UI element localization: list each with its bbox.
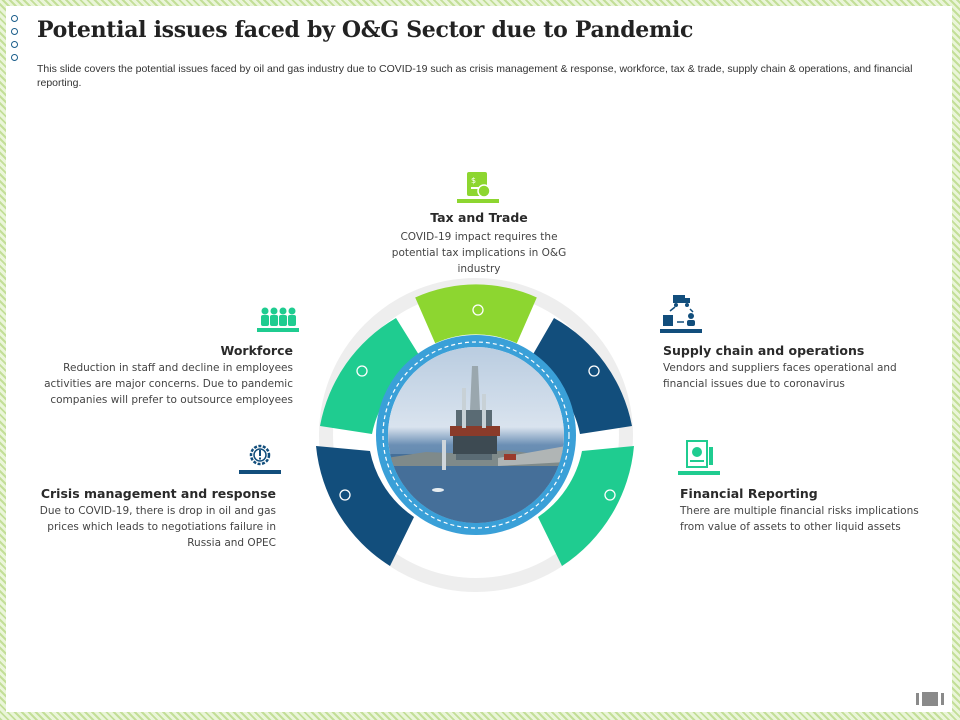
segment-marker: [588, 365, 600, 377]
slide-navigation[interactable]: [916, 692, 944, 706]
inner-dashed-ring: [382, 341, 570, 529]
issue-text-workforce: Reduction in staff and decline in employ…: [44, 362, 293, 406]
people-group-icon: [257, 307, 299, 332]
svg-text:$: $: [471, 176, 476, 185]
next-slide-icon[interactable]: [941, 693, 944, 705]
supply-chain-icon: [660, 295, 702, 333]
segment-marker: [339, 489, 351, 501]
offshore-oil-rig-photo: [388, 347, 564, 523]
issue-title-supply-chain: Supply chain and operations: [663, 343, 865, 358]
segment-marker: [472, 304, 484, 316]
segment-marker: [356, 365, 368, 377]
segment-marker: [604, 489, 616, 501]
tax-document-icon: $: [457, 172, 499, 203]
issue-title-tax-and-trade: Tax and Trade: [430, 210, 528, 225]
segment-tax-and-trade: [415, 284, 537, 344]
menu-dots-icon[interactable]: [11, 15, 18, 67]
segment-crisis-management: [316, 446, 414, 566]
issue-text-financial-reporting: There are multiple financial risks impli…: [680, 505, 919, 533]
issue-title-workforce: Workforce: [220, 343, 294, 358]
alert-gear-icon: [239, 444, 281, 474]
segment-workforce: [320, 318, 424, 434]
page-subtitle: This slide covers the potential issues f…: [37, 63, 913, 89]
segment-supply-chain: [528, 318, 632, 434]
report-document-icon: [678, 440, 720, 475]
slide-view-icon[interactable]: [922, 692, 938, 706]
prev-slide-icon[interactable]: [916, 693, 919, 705]
issue-title-crisis-management: Crisis management and response: [40, 486, 276, 501]
issues-ring-diagram: [316, 278, 634, 592]
issue-text-tax-and-trade: COVID-19 impact requires the potential t…: [391, 231, 567, 275]
segment-financial-reporting: [538, 446, 634, 566]
page-title: Potential issues faced by O&G Sector due…: [37, 17, 694, 43]
issue-title-financial-reporting: Financial Reporting: [680, 486, 818, 501]
slide: Potential issues faced by O&G Sector due…: [6, 6, 952, 712]
issue-text-supply-chain: Vendors and suppliers faces operational …: [663, 362, 897, 390]
issue-text-crisis-management: Due to COVID-19, there is drop in oil an…: [39, 505, 276, 549]
